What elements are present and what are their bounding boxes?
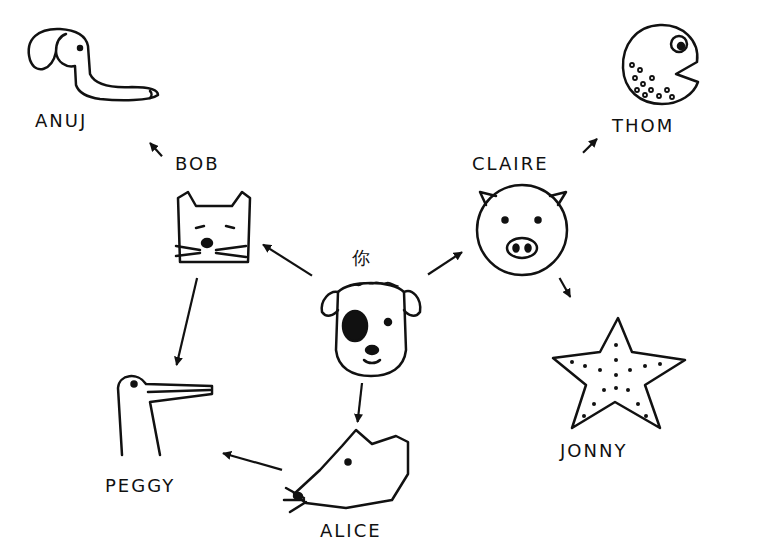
person-node: BOB <box>165 150 260 275</box>
person-name: 你 <box>352 247 372 269</box>
person-name: ANUJ <box>35 110 87 132</box>
person-node: JONNY <box>545 300 695 470</box>
person-name: BOB <box>175 153 220 175</box>
person-node: CLAIRE <box>465 150 580 275</box>
pig-drawing <box>477 185 567 275</box>
friend-arrow <box>150 143 162 156</box>
person-node: 你 <box>315 245 425 380</box>
friend-arrow <box>263 245 312 276</box>
fish-drawing <box>623 25 698 104</box>
elephant-drawing <box>29 29 158 100</box>
person-name: THOM <box>612 115 674 137</box>
dog-drawing <box>322 282 421 376</box>
friend-arrow <box>560 278 571 297</box>
friend-arrow <box>583 139 597 153</box>
bird-drawing <box>118 376 212 455</box>
friend-arrow <box>428 252 462 274</box>
friend-arrow <box>358 383 362 422</box>
friend-arrow <box>223 453 282 470</box>
cat-drawing <box>176 192 250 262</box>
mouse-drawing <box>284 430 408 512</box>
person-node: THOM <box>600 18 710 145</box>
person-node: PEGGY <box>100 368 220 503</box>
friend-arrow <box>177 278 197 365</box>
person-name: JONNY <box>560 440 627 462</box>
person-name: PEGGY <box>105 475 175 497</box>
person-node: ALICE <box>285 425 415 553</box>
starfish-drawing <box>553 318 685 428</box>
person-name: CLAIRE <box>472 153 549 175</box>
person-name: ALICE <box>320 520 382 542</box>
person-node: ANUJ <box>20 18 165 140</box>
